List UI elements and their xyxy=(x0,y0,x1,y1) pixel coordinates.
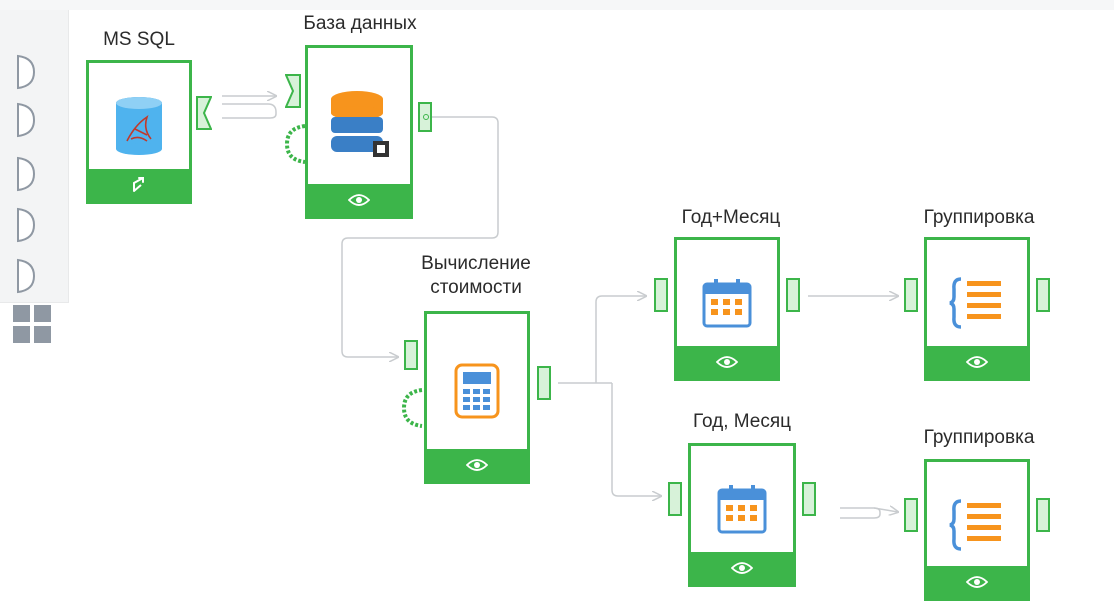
node-footer[interactable] xyxy=(677,346,777,378)
calendar-icon xyxy=(717,485,767,534)
node-label-calc: Вычисление стоимости xyxy=(421,253,531,298)
node-label-group1: Группировка xyxy=(923,207,1035,228)
half-circle-icon xyxy=(17,258,36,294)
output-port[interactable] xyxy=(196,96,212,130)
input-port[interactable] xyxy=(904,278,918,312)
half-circle-icon xyxy=(17,207,36,243)
node-label-group2: Группировка xyxy=(923,427,1035,448)
input-port[interactable] xyxy=(404,340,418,370)
node-label-database: База данных xyxy=(303,13,417,34)
half-circle-icon xyxy=(17,156,36,192)
palette-item-5[interactable] xyxy=(16,258,36,296)
node-footer[interactable] xyxy=(89,169,189,201)
half-circle-icon xyxy=(17,102,36,138)
output-port[interactable] xyxy=(1036,278,1050,312)
eye-icon xyxy=(966,576,988,588)
eye-icon xyxy=(731,562,753,574)
output-port[interactable] xyxy=(537,366,551,400)
grid-icon[interactable] xyxy=(13,305,53,345)
node-footer[interactable] xyxy=(308,184,410,216)
node-group2[interactable] xyxy=(924,459,1030,601)
node-yearmonth2[interactable] xyxy=(688,443,796,587)
node-footer[interactable] xyxy=(691,552,793,584)
output-port[interactable] xyxy=(802,482,816,516)
sql-server-database-icon xyxy=(116,97,162,156)
node-label-yearmonth1: Год+Месяц xyxy=(681,207,781,228)
optional-input-port[interactable] xyxy=(283,124,309,164)
eye-icon xyxy=(966,356,988,368)
calculator-icon xyxy=(454,363,500,419)
eye-icon xyxy=(466,459,488,471)
palette-item-4[interactable] xyxy=(16,207,36,245)
calendar-icon xyxy=(702,279,752,328)
eye-icon xyxy=(716,356,738,368)
output-port[interactable] xyxy=(786,278,800,312)
node-footer[interactable] xyxy=(927,566,1027,598)
output-port[interactable] xyxy=(418,102,432,132)
node-database[interactable] xyxy=(305,45,413,219)
node-mssql[interactable] xyxy=(86,60,192,204)
node-label-yearmonth2: Год, Месяц xyxy=(692,411,792,432)
output-port[interactable] xyxy=(1036,498,1050,532)
grouping-brace-list-icon xyxy=(949,498,1001,551)
node-footer[interactable] xyxy=(427,449,527,481)
node-calc[interactable] xyxy=(424,311,530,484)
input-port[interactable] xyxy=(654,278,668,312)
node-palette xyxy=(0,10,69,303)
eye-icon xyxy=(348,194,370,206)
node-group1[interactable] xyxy=(924,237,1030,381)
palette-item-1[interactable] xyxy=(16,54,36,92)
optional-input-port[interactable] xyxy=(400,388,426,428)
node-footer[interactable] xyxy=(927,346,1027,378)
node-yearmonth1[interactable] xyxy=(674,237,780,381)
input-port[interactable] xyxy=(668,482,682,516)
half-circle-icon xyxy=(17,54,36,90)
top-strip xyxy=(0,0,1114,10)
palette-item-3[interactable] xyxy=(16,156,36,194)
input-port[interactable] xyxy=(285,74,301,108)
node-label-mssql: MS SQL xyxy=(103,29,175,50)
grouping-brace-list-icon xyxy=(949,277,1001,330)
database-stack-icon xyxy=(331,91,389,158)
input-port[interactable] xyxy=(904,498,918,532)
palette-item-2[interactable] xyxy=(16,102,36,140)
import-arrow-icon xyxy=(133,177,144,192)
